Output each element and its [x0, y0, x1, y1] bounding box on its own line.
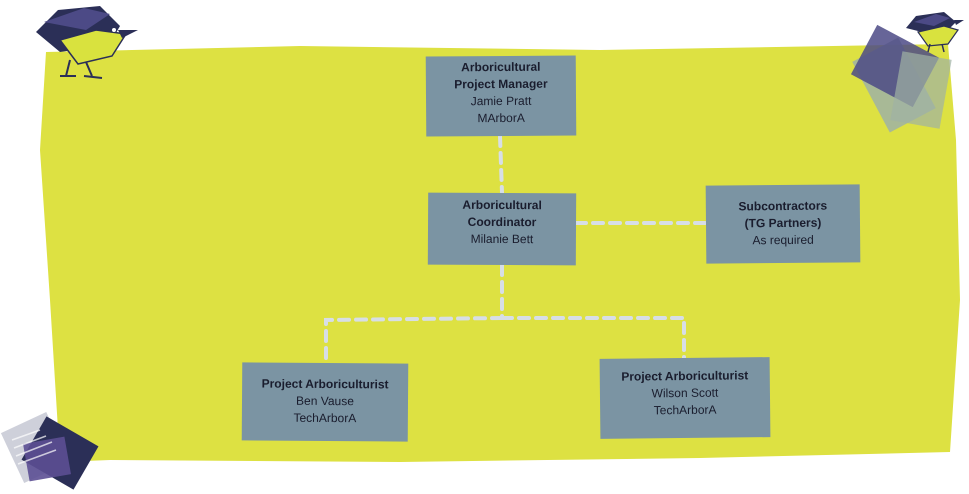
node-person-name: Jamie Pratt	[470, 93, 532, 109]
node-title: Arboricultural	[462, 197, 542, 213]
node-organisation: MArborA	[477, 110, 525, 126]
node-person-name: Milanie Bett	[470, 231, 534, 247]
connector-split-pa2	[500, 316, 686, 360]
node-title: Subcontractors	[738, 198, 828, 214]
paper-scraps-icon	[0, 411, 99, 490]
node-organisation: TechArborA	[653, 402, 717, 418]
node-title: Project Manager	[454, 76, 548, 92]
connector-pm-coord	[498, 134, 504, 195]
node-project-arboriculturist: Project Arboriculturist Ben Vause TechAr…	[241, 362, 409, 442]
node-title: (TG Partners)	[744, 215, 822, 231]
bird-icon	[36, 6, 138, 79]
paper-scraps-icon	[850, 24, 952, 133]
node-title: Coordinator	[467, 214, 537, 230]
node-coordinator: Arboricultural Coordinator Milanie Bett	[427, 192, 577, 266]
bird-icon	[906, 12, 964, 53]
node-person-name: Wilson Scott	[651, 385, 719, 401]
node-title: Project Arboriculturist	[621, 368, 749, 384]
org-connectors	[324, 134, 708, 365]
node-project-manager: Arboricultural Project Manager Jamie Pra…	[425, 55, 577, 137]
node-project-arboriculturist: Project Arboriculturist Wilson Scott Tec…	[599, 357, 771, 439]
node-note: As required	[752, 232, 814, 248]
node-subcontractors: Subcontractors (TG Partners) As required	[705, 184, 861, 264]
node-organisation: TechArborA	[293, 410, 357, 426]
connector-split-pa1	[324, 316, 504, 365]
node-person-name: Ben Vause	[296, 393, 354, 409]
node-title: Project Arboriculturist	[261, 376, 389, 392]
node-title: Arboricultural	[461, 59, 541, 75]
